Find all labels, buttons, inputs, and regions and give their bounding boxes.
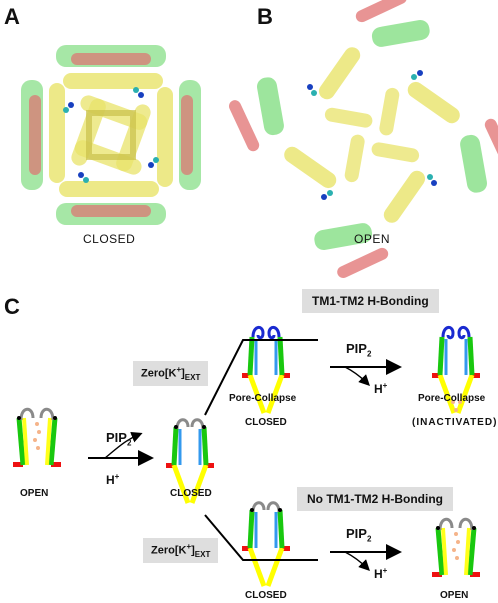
state-pore-collapse-right: Pore-Collapse: [418, 393, 486, 404]
label-zero-k-top: Zero[K+]EXT: [133, 361, 209, 386]
zero-k-top-post: ]: [181, 367, 185, 380]
panel-letter-c: C: [4, 294, 20, 319]
state-closed-bottom: CLOSED: [245, 590, 287, 601]
h-top: H+: [374, 381, 388, 396]
pip2-bottom: PIP2: [346, 526, 372, 544]
zero-k-bot-post: ]: [191, 544, 195, 557]
label-hbond-bottom: No TM1-TM2 H-Bonding: [297, 487, 453, 511]
h-main: H+: [106, 472, 120, 487]
zero-k-bot-sup: +: [186, 542, 192, 551]
h-bottom: H+: [374, 566, 388, 581]
caption-open: OPEN: [354, 232, 391, 246]
zero-k-top-pre: Zero[K: [141, 367, 177, 380]
zero-k-top-sub: EXT: [184, 372, 201, 382]
label-hbond-top: TM1-TM2 H-Bonding: [302, 289, 439, 313]
zero-k-bot-pre: Zero[K: [151, 544, 187, 557]
zero-k-top-sup: +: [176, 365, 182, 374]
pip2-top: PIP2: [346, 341, 372, 359]
state-inactivated: (INACTIVATED): [412, 417, 498, 428]
pip2-main: PIP2: [106, 430, 132, 448]
state-closed-mid: CLOSED: [170, 488, 212, 499]
state-pore-collapse-top: Pore-Collapse: [229, 393, 297, 404]
state-open-left: OPEN: [20, 488, 49, 499]
zero-k-bot-sub: EXT: [194, 549, 211, 559]
panel-letter-b: B: [257, 4, 273, 29]
state-closed-top: CLOSED: [245, 417, 287, 428]
state-open-bottom-right: OPEN: [440, 590, 469, 601]
panel-letter-a: A: [4, 4, 20, 29]
label-zero-k-bottom: Zero[K+]EXT: [143, 538, 219, 563]
caption-closed: CLOSED: [83, 232, 136, 246]
